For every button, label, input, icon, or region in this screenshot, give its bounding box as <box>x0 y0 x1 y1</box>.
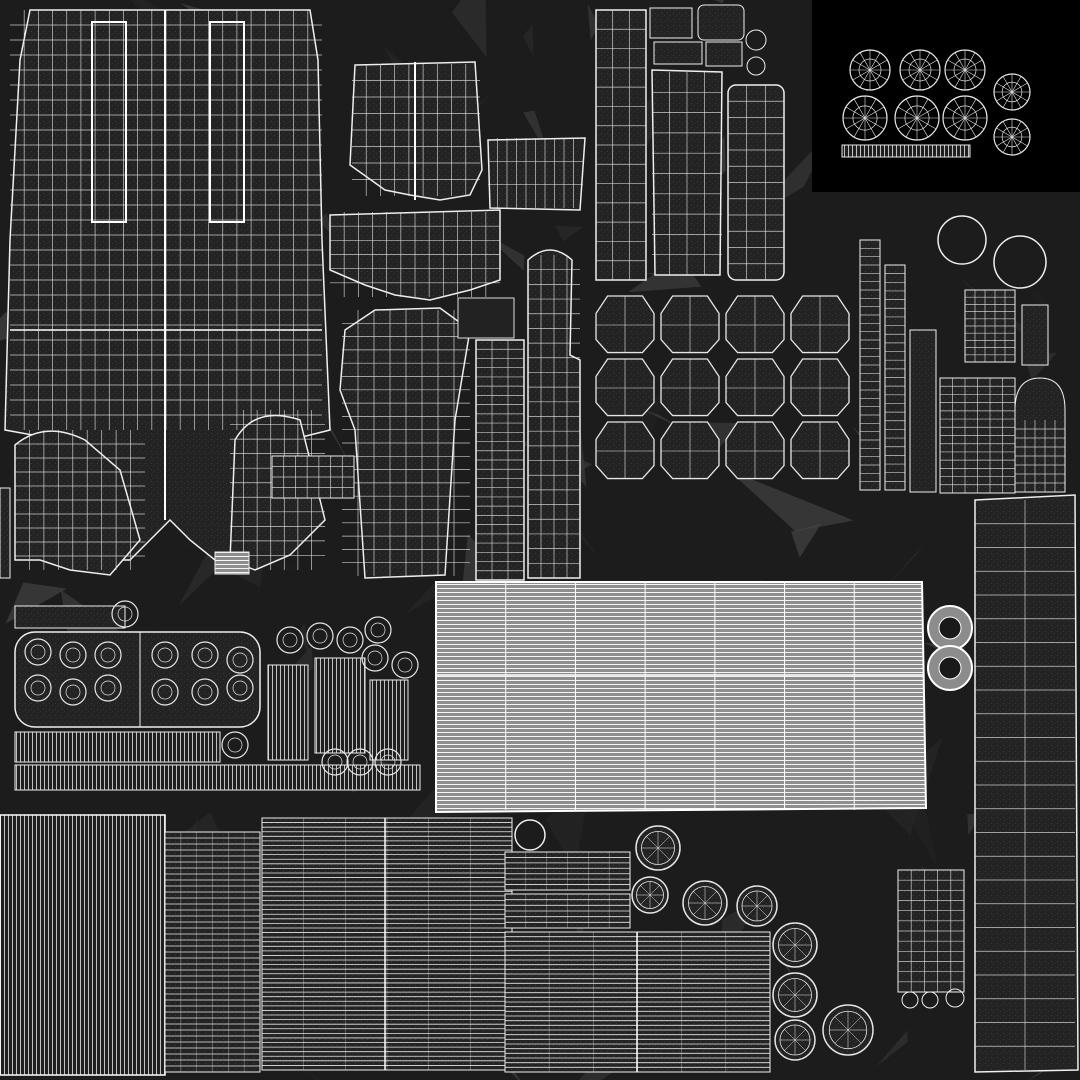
uv-island-strip-a <box>595 9 647 281</box>
uv-island-dense-panel <box>435 581 928 814</box>
uv-island-small-caps <box>649 4 767 76</box>
uv-island-bottom-left-dense <box>0 814 771 1076</box>
uv-island-lower-left-parts <box>0 410 355 579</box>
uv-island-cuff-column <box>457 249 581 581</box>
uv-island-button-panel <box>14 600 421 791</box>
uv-island-strip-c <box>727 84 785 281</box>
uv-island-sleeve-lower <box>339 307 471 579</box>
uv-island-ring-pair <box>927 605 973 691</box>
uv-island-sleeve-middle <box>329 209 501 301</box>
uv-island-coat-body <box>4 9 331 561</box>
uv-island-small-widgets <box>897 869 965 1009</box>
black-void-top-right <box>812 0 1080 192</box>
uv-island-sleeve-upper <box>349 61 483 201</box>
uv-island-rosette-cluster <box>841 49 1031 158</box>
uv-island-long-column-right <box>974 494 1079 1073</box>
uv-island-collar <box>487 137 586 211</box>
uv-island-bottom-rings <box>631 825 874 1061</box>
uv-island-right-column-parts <box>859 215 1066 494</box>
uv-island-octagon-grid <box>595 295 850 480</box>
uv-island-strip-b <box>651 69 723 276</box>
